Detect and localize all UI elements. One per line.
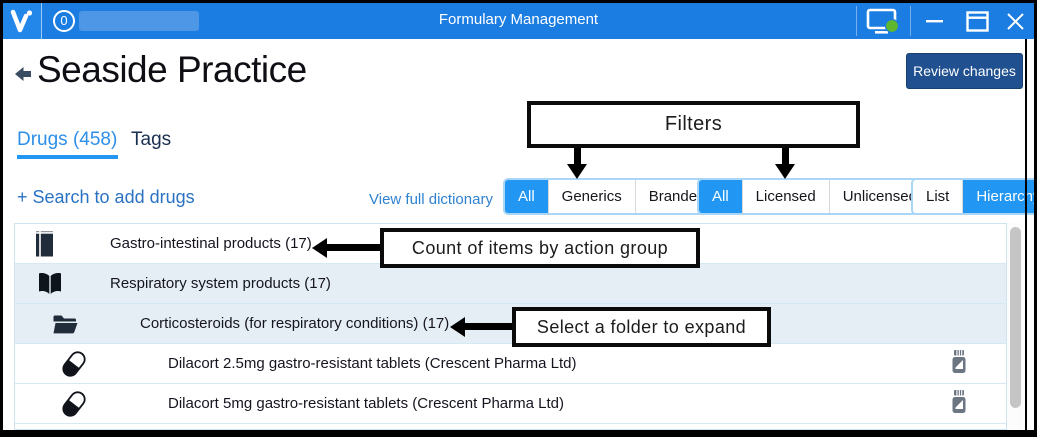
- view-list-button[interactable]: List: [913, 180, 963, 213]
- annotation-arrow-left: [326, 244, 380, 251]
- capsule-icon: [60, 429, 88, 430]
- row-label: Dilacort 5mg gastro-resistant tablets (C…: [168, 395, 564, 412]
- annotation-arrow-down-head: [775, 164, 795, 179]
- annotation-arrow-left-head: [312, 238, 327, 258]
- search-to-add-drugs-link[interactable]: + Search to add drugs: [17, 187, 195, 207]
- app-logo: [3, 3, 42, 39]
- table-row-respiratory[interactable]: Respiratory system products (17): [15, 264, 1006, 304]
- view-full-dictionary-link[interactable]: View full dictionary: [369, 191, 493, 208]
- capsule-icon: [60, 349, 88, 378]
- annotation-arrow-down-head: [567, 164, 587, 179]
- medication-bottle-icon: [950, 349, 968, 379]
- minimize-icon: [925, 20, 943, 23]
- monitor-status-icon: [866, 8, 900, 34]
- minimize-button[interactable]: [915, 3, 953, 39]
- notification-badge[interactable]: 0: [53, 10, 75, 32]
- maximize-icon: [965, 10, 989, 32]
- row-label: Respiratory system products (17): [110, 275, 331, 292]
- open-folder-icon: [52, 313, 78, 334]
- filter-generics-button[interactable]: Generics: [547, 180, 635, 213]
- table-row-corticosteroids[interactable]: Corticosteroids (for respiratory conditi…: [15, 304, 1006, 344]
- annotation-arrow-down: [574, 148, 581, 165]
- page-title: Seaside Practice: [37, 49, 307, 90]
- vertical-scrollbar[interactable]: [1007, 223, 1023, 430]
- generic-filter-group: All Generics Branded: [503, 178, 721, 215]
- close-button[interactable]: [997, 3, 1034, 39]
- table-row-partial[interactable]: [15, 424, 1006, 430]
- view-hierarchy-button[interactable]: Hierarchy: [962, 180, 1034, 213]
- titlebar-divider: [910, 6, 911, 36]
- filter-all-generic-button[interactable]: All: [505, 180, 548, 213]
- open-book-icon: [37, 271, 63, 296]
- filter-licensed-button[interactable]: Licensed: [741, 180, 829, 213]
- back-arrow-icon: [15, 67, 31, 81]
- connection-status-button[interactable]: [861, 3, 907, 39]
- annotation-filters: Filters: [527, 101, 860, 148]
- review-changes-button[interactable]: Review changes: [906, 53, 1023, 89]
- scrollbar-thumb[interactable]: [1010, 227, 1021, 408]
- annotation-expand-note: Select a folder to expand: [512, 307, 771, 347]
- redacted-user-label: [79, 11, 199, 31]
- titlebar-divider: [856, 6, 857, 36]
- medication-bottle-icon: [950, 389, 968, 419]
- closed-book-icon: [33, 230, 56, 257]
- row-label: Dilacort 2.5mg gastro-resistant tablets …: [168, 355, 577, 372]
- license-filter-group: All Licensed Unlicensed: [697, 178, 932, 215]
- annotation-arrow-left: [464, 323, 512, 330]
- vision-logo-icon: [10, 9, 33, 33]
- table-row-dilacort-2-5[interactable]: Dilacort 2.5mg gastro-resistant tablets …: [15, 344, 1006, 384]
- tab-tags[interactable]: Tags: [131, 129, 172, 150]
- window-title: Formulary Management: [438, 11, 599, 28]
- capsule-icon: [60, 389, 88, 418]
- title-bar: 0 Formulary Management: [3, 3, 1034, 39]
- back-button[interactable]: [15, 66, 33, 87]
- row-label: Corticosteroids (for respiratory conditi…: [140, 315, 450, 332]
- table-row-dilacort-5[interactable]: Dilacort 5mg gastro-resistant tablets (C…: [15, 384, 1006, 424]
- tab-drugs[interactable]: Drugs (458): [17, 129, 118, 150]
- maximize-button[interactable]: [957, 3, 997, 39]
- close-icon: [1007, 12, 1024, 30]
- view-toggle-group: List Hierarchy: [911, 178, 1034, 215]
- filter-all-license-button[interactable]: All: [699, 180, 742, 213]
- row-label: Gastro-intestinal products (17): [110, 235, 312, 252]
- annotation-arrow-down: [782, 148, 789, 165]
- annotation-count-note: Count of items by action group: [380, 228, 700, 268]
- window-edge: [1025, 39, 1027, 430]
- active-tab-indicator: [17, 155, 118, 159]
- annotation-arrow-left-head: [450, 317, 465, 337]
